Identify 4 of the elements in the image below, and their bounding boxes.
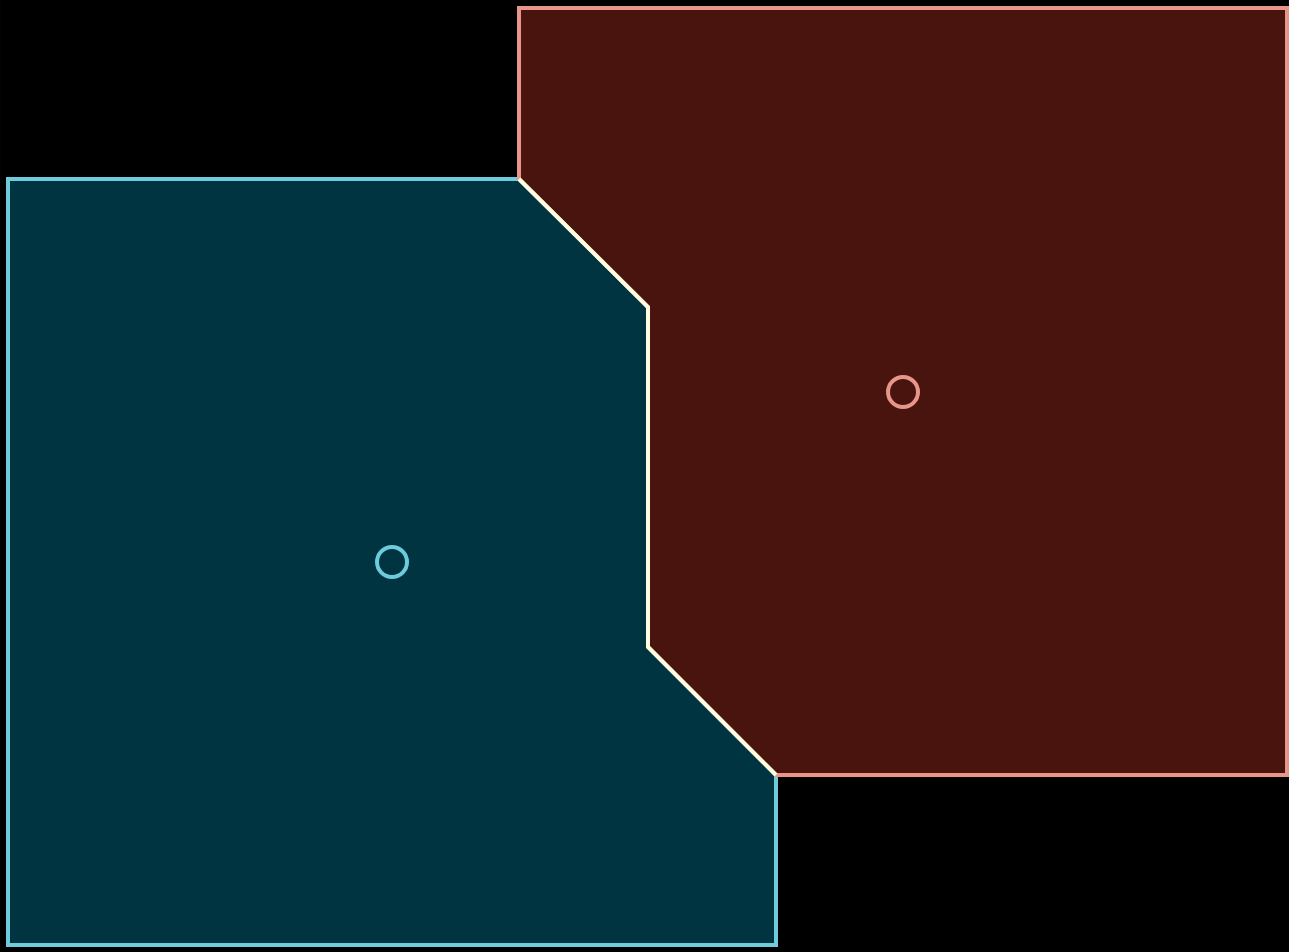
center-marker (886, 375, 920, 409)
region-shape (517, 6, 1289, 777)
region-shape (6, 177, 778, 947)
center-marker (375, 545, 409, 579)
